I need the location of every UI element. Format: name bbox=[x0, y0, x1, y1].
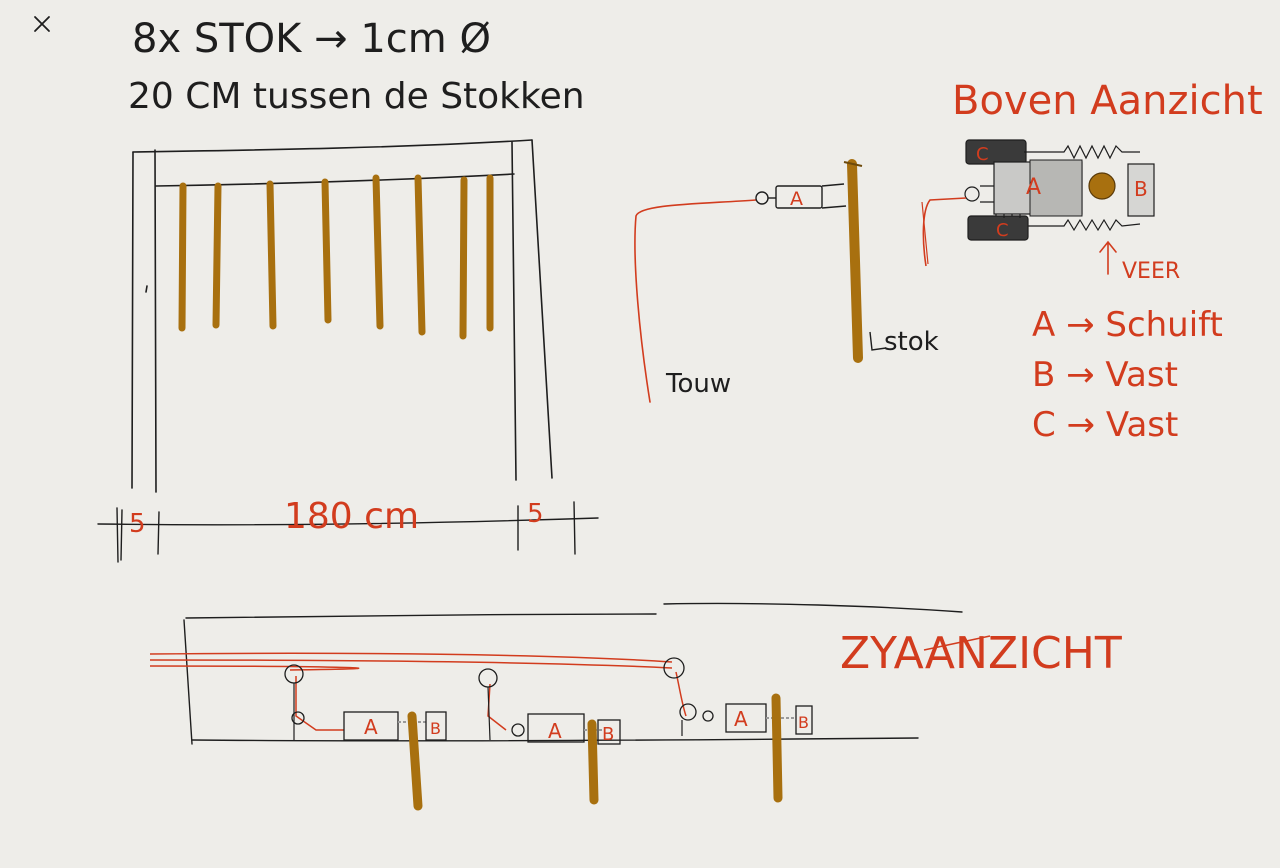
side-unit-2-a: A bbox=[548, 719, 562, 743]
stick-2 bbox=[212, 182, 222, 329]
dim-left: 5 bbox=[129, 509, 146, 539]
top-view-title: Boven Aanzicht bbox=[952, 78, 1263, 124]
dim-right: 5 bbox=[527, 499, 544, 529]
front-view-frame bbox=[131, 139, 553, 493]
detail-part-a bbox=[755, 183, 847, 209]
top-label-a: A bbox=[1026, 175, 1041, 200]
detail-rope bbox=[634, 199, 757, 403]
legend-a: A → Schuift bbox=[1032, 305, 1223, 345]
stick-label: stok bbox=[884, 327, 939, 357]
spring-label: VEER bbox=[1122, 259, 1180, 284]
dim-main: 180 cm bbox=[284, 496, 419, 537]
legend-b: B → Vast bbox=[1032, 355, 1178, 395]
stick-5 bbox=[372, 174, 384, 330]
top-view-mechanism bbox=[921, 139, 1155, 275]
side-view-frame bbox=[183, 602, 963, 745]
close-button[interactable] bbox=[26, 8, 58, 40]
detail-stick bbox=[843, 159, 887, 363]
side-unit-2 bbox=[478, 668, 621, 805]
stick-6 bbox=[414, 174, 426, 336]
side-view-ropes bbox=[149, 652, 687, 731]
stick-4 bbox=[321, 178, 332, 324]
top-label-c-bottom: C bbox=[996, 220, 1009, 241]
side-unit-3 bbox=[663, 657, 813, 803]
side-unit-1 bbox=[284, 664, 447, 811]
top-label-c-top: C bbox=[976, 144, 989, 165]
stick-3 bbox=[266, 180, 277, 330]
note-sticks: 8x STOK → 1cm Ø bbox=[132, 16, 491, 62]
stick-7 bbox=[459, 176, 468, 340]
side-unit-3-b: B bbox=[798, 713, 809, 732]
side-unit-1-b: B bbox=[430, 719, 441, 738]
rope-label: Touw bbox=[665, 369, 731, 399]
side-unit-2-b: B bbox=[602, 724, 614, 745]
stick-1 bbox=[178, 182, 187, 332]
front-view-dimension bbox=[97, 501, 599, 563]
legend-c: C → Vast bbox=[1032, 405, 1178, 445]
title-strike bbox=[923, 635, 991, 651]
side-view-title: ZYAANZICHT bbox=[840, 628, 1122, 679]
detail-label-a: A bbox=[790, 188, 803, 210]
top-label-b: B bbox=[1134, 177, 1148, 201]
note-spacing: 20 CM tussen de Stokken bbox=[128, 76, 585, 117]
side-unit-1-a: A bbox=[364, 715, 378, 739]
side-unit-3-a: A bbox=[734, 707, 748, 731]
close-icon bbox=[34, 16, 50, 32]
front-view-sticks bbox=[178, 174, 494, 340]
